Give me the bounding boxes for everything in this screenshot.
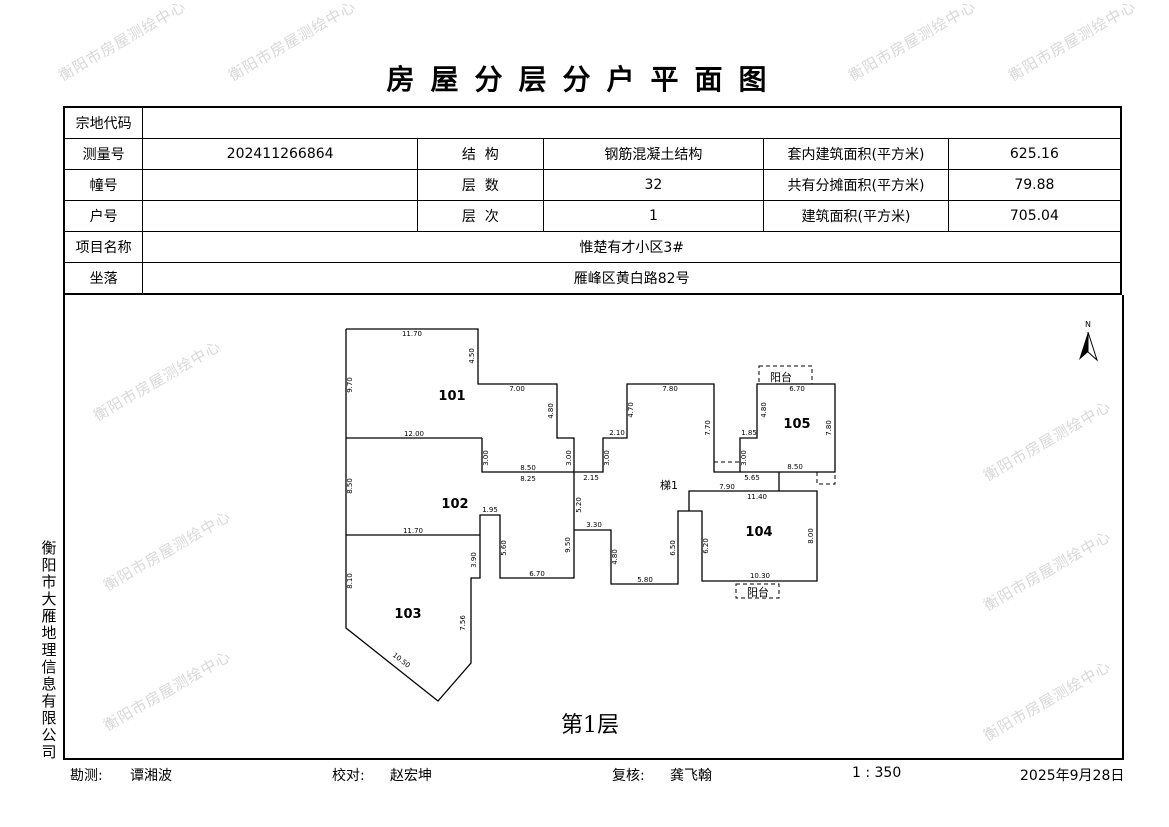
unit-no-label: 户号 bbox=[63, 200, 144, 232]
dim-label: 11.40 bbox=[747, 493, 767, 501]
dim-label: 10.30 bbox=[750, 572, 770, 580]
dim-label: 2.10 bbox=[609, 429, 625, 437]
dim-label: 7.80 bbox=[825, 420, 833, 436]
reviewer-label: 复核: bbox=[612, 768, 645, 784]
room-102: 102 bbox=[441, 497, 468, 512]
room-101: 101 bbox=[438, 389, 465, 404]
room-103: 103 bbox=[394, 607, 421, 622]
dim-label: 4.50 bbox=[468, 348, 476, 364]
dim-label: 7.00 bbox=[509, 385, 525, 393]
dim-label: 8.25 bbox=[520, 475, 536, 483]
dim-label: 9.70 bbox=[346, 377, 354, 393]
stair-label: 梯1 bbox=[660, 479, 678, 492]
drawing-area bbox=[63, 295, 1124, 760]
structure-label: 结 构 bbox=[416, 138, 544, 170]
dim-label: 1.95 bbox=[482, 506, 498, 514]
dim-label: 8.50 bbox=[346, 478, 354, 494]
dim-label: 8.10 bbox=[346, 573, 354, 589]
dim-label: 4.80 bbox=[760, 402, 768, 418]
scale: 1 : 350 bbox=[852, 765, 902, 781]
dim-label: 6.50 bbox=[669, 540, 677, 556]
dim-label: 4.80 bbox=[611, 549, 619, 565]
room-105: 105 bbox=[783, 417, 810, 432]
walls bbox=[345, 328, 836, 702]
dim-label: 7.70 bbox=[704, 420, 712, 436]
dim-label: 5.80 bbox=[637, 576, 653, 584]
surveyor-name: 谭湘波 bbox=[130, 768, 172, 784]
survey-no-label: 测量号 bbox=[63, 138, 144, 170]
dim-label: 9.50 bbox=[564, 537, 572, 553]
inner-area-value: 625.16 bbox=[947, 138, 1122, 170]
dim-label: 3.00 bbox=[740, 450, 748, 466]
dim-label: 8.50 bbox=[787, 463, 803, 471]
dim-label: 1.85 bbox=[741, 429, 757, 437]
dim-label: 2.15 bbox=[583, 474, 599, 482]
balcony-outlines bbox=[713, 365, 836, 599]
dim-label: 8.50 bbox=[520, 464, 536, 472]
company-vertical-text: 衡阳市大雁地理信息有限公司 bbox=[41, 539, 57, 761]
floor-label: 层 次 bbox=[416, 200, 544, 232]
dim-label: 6.20 bbox=[702, 538, 710, 554]
page-title: 房屋分层分户平面图 bbox=[386, 63, 783, 96]
floor-value: 1 bbox=[542, 200, 765, 232]
dim-label: 6.70 bbox=[529, 570, 545, 578]
total-area-value: 705.04 bbox=[947, 200, 1122, 232]
dim-label: 3.00 bbox=[603, 450, 611, 466]
date: 2025年9月28日 bbox=[1020, 768, 1125, 784]
location-label: 坐落 bbox=[63, 262, 144, 295]
dim-label: 5.60 bbox=[500, 540, 508, 556]
unit-no-value bbox=[142, 200, 418, 232]
north-arrow-icon: N bbox=[1079, 320, 1099, 362]
floors-label: 层 数 bbox=[416, 169, 544, 201]
dim-label: 10.50 bbox=[391, 651, 412, 670]
dim-label: 6.70 bbox=[789, 385, 805, 393]
dim-label: 11.70 bbox=[402, 330, 422, 338]
dim-label: 8.00 bbox=[807, 528, 815, 544]
structure-value: 钢筋混凝土结构 bbox=[542, 138, 765, 170]
dim-label: 4.80 bbox=[547, 403, 555, 419]
checker-label: 校对: bbox=[332, 768, 365, 784]
dim-label: 11.70 bbox=[403, 527, 423, 535]
room-104: 104 bbox=[745, 525, 772, 540]
dim-label: 3.00 bbox=[565, 450, 573, 466]
dim-label: 5.20 bbox=[575, 497, 583, 513]
reviewer-name: 龚飞翰 bbox=[670, 768, 712, 784]
dim-label: 12.00 bbox=[404, 430, 424, 438]
dim-label: 7.56 bbox=[459, 615, 467, 631]
checker-name: 赵宏坤 bbox=[390, 768, 432, 784]
dim-label: 3.00 bbox=[482, 450, 490, 466]
dim-label: 5.65 bbox=[744, 474, 760, 482]
floor-caption: 第1层 bbox=[561, 713, 619, 738]
dim-label: 3.90 bbox=[470, 552, 478, 568]
shared-area-label: 共有分摊面积(平方米) bbox=[763, 169, 949, 201]
dim-label: 4.70 bbox=[627, 402, 635, 418]
location-value: 雁峰区黄白路82号 bbox=[142, 262, 1122, 295]
balcony-label: 阳台 bbox=[747, 585, 769, 599]
surveyor-label: 勘测: bbox=[70, 768, 103, 784]
dim-label: 7.90 bbox=[719, 483, 735, 491]
building-no-label: 幢号 bbox=[63, 169, 144, 201]
project-value: 惟楚有才小区3# bbox=[142, 231, 1122, 263]
north-label: N bbox=[1085, 320, 1091, 329]
balcony-label: 阳台 bbox=[770, 370, 792, 384]
dim-label: 3.30 bbox=[586, 521, 602, 529]
dim-label: 7.80 bbox=[662, 385, 678, 393]
